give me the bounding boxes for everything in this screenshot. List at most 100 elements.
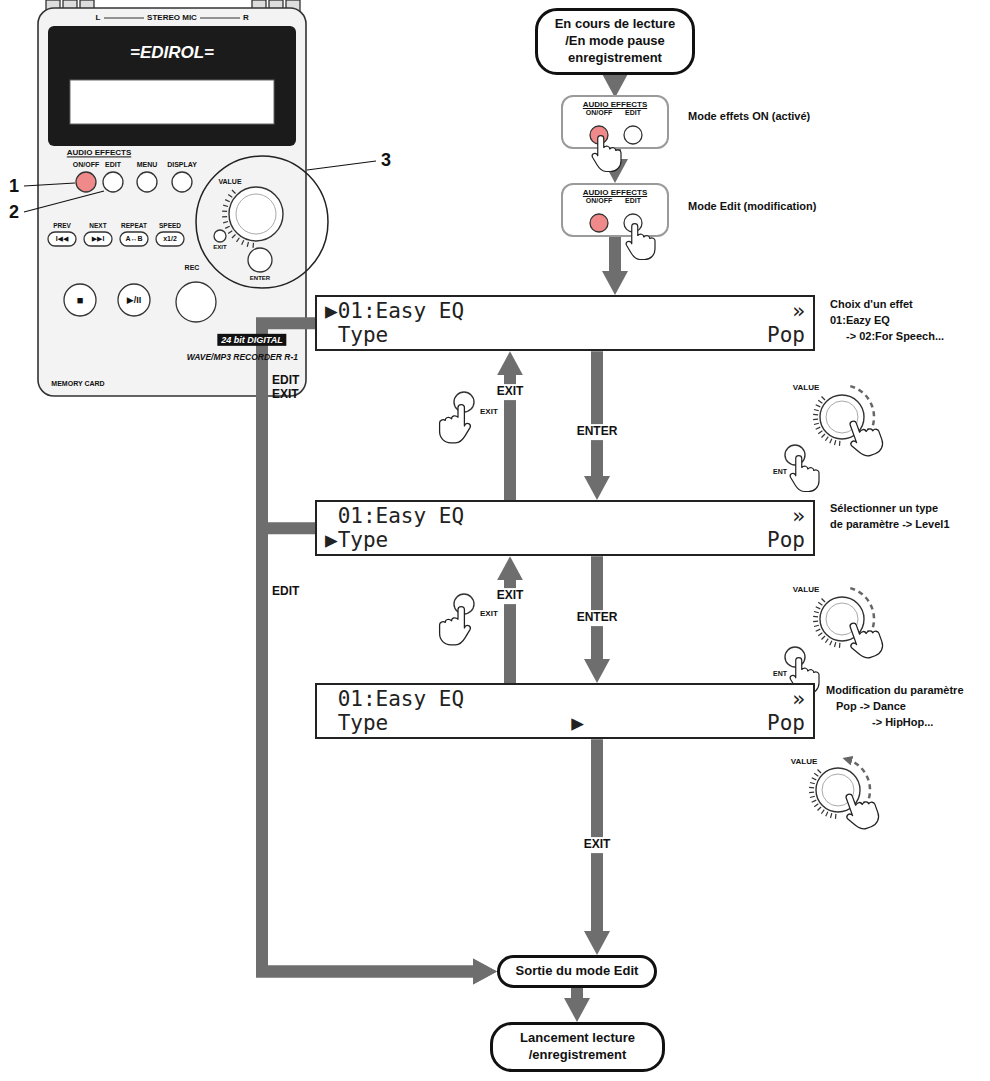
edge-label: EXIT bbox=[494, 384, 527, 400]
step-note: Pop -> Dance bbox=[836, 700, 906, 713]
control-label: =EDIROL= bbox=[130, 43, 214, 63]
node-text: Sortie du mode Edit bbox=[510, 963, 644, 980]
control-label: STEREO MIC bbox=[147, 13, 197, 22]
dial-tick bbox=[821, 434, 825, 438]
button-illustration: AUDIO EFFECTSON/OFFEDIT bbox=[561, 183, 669, 237]
dial-tick bbox=[222, 210, 227, 212]
button-label: ON/OFF bbox=[582, 109, 616, 116]
flow-arrow bbox=[262, 323, 475, 971]
button bbox=[118, 284, 150, 316]
step-note: Mode effets ON (activé) bbox=[688, 110, 810, 123]
dial-tick bbox=[835, 814, 837, 819]
dial-tick bbox=[830, 439, 832, 444]
dial-tick bbox=[839, 441, 841, 446]
dial-tick bbox=[809, 787, 814, 789]
lcd-text: ▶01:Easy EQ bbox=[325, 299, 464, 323]
dial-tick bbox=[242, 240, 244, 245]
dial-tick bbox=[814, 423, 819, 424]
button-row: ON/OFFEDIT bbox=[582, 197, 667, 204]
button-heading: AUDIO EFFECTS bbox=[563, 188, 667, 197]
step-note: Mode Edit (modification) bbox=[688, 200, 816, 213]
lcd-text: Pop bbox=[767, 323, 805, 347]
dial-tick bbox=[839, 643, 841, 648]
dial-tick bbox=[813, 418, 818, 420]
button-label: EDIT bbox=[616, 109, 650, 116]
lcd-screen: 01:Easy EQ»Type▶Pop bbox=[315, 683, 815, 739]
dial-tick bbox=[818, 633, 822, 636]
button-drawing bbox=[624, 126, 642, 144]
button bbox=[120, 232, 148, 246]
step-note: de paramètre -> Level1 bbox=[830, 518, 950, 531]
dial-tick bbox=[818, 602, 822, 605]
dial-tick bbox=[821, 598, 825, 602]
control-label: SPEED bbox=[159, 222, 181, 229]
control-label: ENT bbox=[773, 468, 787, 476]
dial-tick bbox=[236, 238, 239, 242]
callout-number: 2 bbox=[9, 202, 19, 223]
dial-tick bbox=[814, 409, 819, 410]
state-box: Sortie du mode Edit bbox=[497, 955, 657, 988]
callout-leader bbox=[24, 161, 376, 212]
dial-tick bbox=[225, 200, 230, 202]
node-text: En cours de lecture /En mode pause enreg… bbox=[548, 16, 682, 67]
control-label: EXIT bbox=[480, 407, 498, 416]
value-dial bbox=[229, 187, 283, 241]
button-label: EDIT bbox=[616, 197, 650, 204]
control-label: ▶/II bbox=[127, 295, 141, 305]
lcd-text: » bbox=[792, 504, 805, 528]
callout-leader bbox=[24, 191, 104, 212]
dial-tick bbox=[830, 641, 832, 646]
dial-tick bbox=[817, 807, 821, 811]
step-note: Choix d'un effet bbox=[830, 298, 913, 311]
control-label: L bbox=[96, 13, 101, 22]
dial-tick bbox=[223, 222, 228, 223]
hand bbox=[440, 607, 471, 645]
lcd-row: ▶TypePop bbox=[325, 528, 805, 552]
state-box: Lancement lecture /enregistrement bbox=[490, 1022, 665, 1072]
callout-number: 3 bbox=[381, 150, 391, 171]
flow-arrow bbox=[591, 351, 603, 478]
value-dial bbox=[229, 187, 283, 241]
edge-label: EDIT EXIT bbox=[272, 374, 308, 402]
button bbox=[103, 172, 123, 192]
dial-tick bbox=[814, 804, 818, 807]
button bbox=[214, 230, 226, 242]
button bbox=[76, 172, 96, 192]
control-label: EXIT bbox=[480, 609, 498, 618]
control-label: EXIT bbox=[213, 244, 226, 251]
control-label: REPEAT bbox=[121, 222, 147, 229]
dial-tick bbox=[813, 616, 818, 618]
mic-line bbox=[104, 18, 144, 19]
dial-tick bbox=[816, 427, 821, 429]
dial-tick bbox=[821, 810, 824, 814]
control-label: PREV bbox=[53, 222, 71, 229]
dial-tick bbox=[812, 800, 817, 802]
mic-line bbox=[200, 18, 240, 19]
lcd-text: » bbox=[792, 299, 805, 323]
control-label: REC bbox=[185, 264, 200, 272]
control-label: R bbox=[243, 13, 249, 22]
dial-tick bbox=[810, 782, 815, 783]
lcd-row: Type▶Pop bbox=[325, 711, 805, 735]
control-label: DISPLAY bbox=[167, 161, 197, 169]
dial-tick bbox=[225, 226, 230, 228]
recorder-body bbox=[38, 8, 306, 396]
button bbox=[84, 232, 112, 246]
dial-tick bbox=[813, 414, 818, 416]
dial-tick bbox=[222, 216, 227, 218]
dial-tick bbox=[825, 639, 828, 643]
dial-tick bbox=[809, 791, 814, 793]
dial-tick bbox=[818, 400, 822, 403]
dial-tick bbox=[228, 194, 232, 197]
dial-tick bbox=[816, 607, 821, 609]
dial-tick bbox=[813, 620, 818, 622]
control-label: x1/2 bbox=[163, 235, 177, 243]
control-label: MENU bbox=[137, 161, 158, 169]
flow-arrow bbox=[609, 237, 621, 273]
control-label: I◀◀ bbox=[56, 235, 69, 243]
dial-tick bbox=[810, 796, 815, 797]
lcd-row: TypePop bbox=[325, 323, 805, 347]
lcd-text: ▶Type bbox=[325, 528, 388, 552]
dial-tick bbox=[834, 642, 835, 647]
button bbox=[137, 172, 157, 192]
